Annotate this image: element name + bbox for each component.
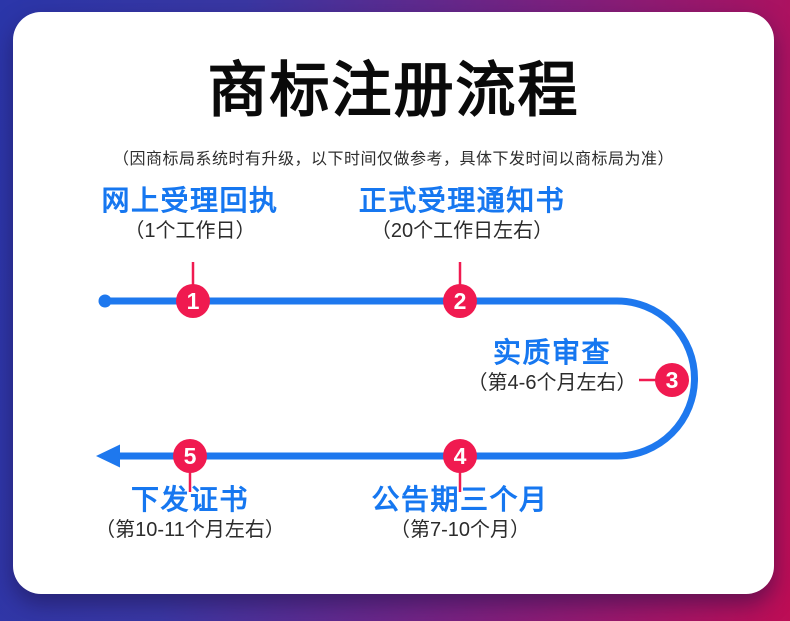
step-duration-2: （20个工作日左右） bbox=[370, 220, 554, 243]
step-marker-2: 2 bbox=[443, 284, 477, 318]
step-duration-1: （1个工作日） bbox=[124, 220, 256, 243]
step-name-2: 正式受理通知书 bbox=[358, 185, 566, 216]
step-name-1: 网上受理回执 bbox=[101, 185, 279, 216]
step-label-2: 正式受理通知书 （20个工作日左右） bbox=[358, 185, 566, 243]
step-marker-5: 5 bbox=[173, 439, 207, 473]
step-name-4: 公告期三个月 bbox=[371, 484, 549, 515]
page-title: 商标注册流程 bbox=[207, 57, 580, 124]
step-marker-3: 3 bbox=[655, 363, 689, 397]
step-duration-3: （第4-6个月左右） bbox=[467, 372, 637, 395]
step-label-4: 公告期三个月 （第7-10个月） bbox=[371, 484, 549, 542]
step-name-5: 下发证书 bbox=[130, 484, 250, 515]
step-duration-4: （第7-10个月） bbox=[389, 519, 531, 542]
step-marker-4: 4 bbox=[443, 439, 477, 473]
step-name-3: 实质审查 bbox=[492, 337, 611, 368]
step-label-5: 下发证书 （第10-11个月左右） bbox=[95, 484, 285, 542]
step-duration-5: （第10-11个月左右） bbox=[95, 519, 285, 542]
step-label-1: 网上受理回执 （1个工作日） bbox=[101, 185, 279, 243]
step-label-3: 实质审查 （第4-6个月左右） bbox=[467, 337, 637, 395]
page-subtitle: （因商标局系统时有升级，以下时间仅做参考，具体下发时间以商标局为准） bbox=[112, 151, 674, 168]
step-marker-1: 1 bbox=[176, 284, 210, 318]
